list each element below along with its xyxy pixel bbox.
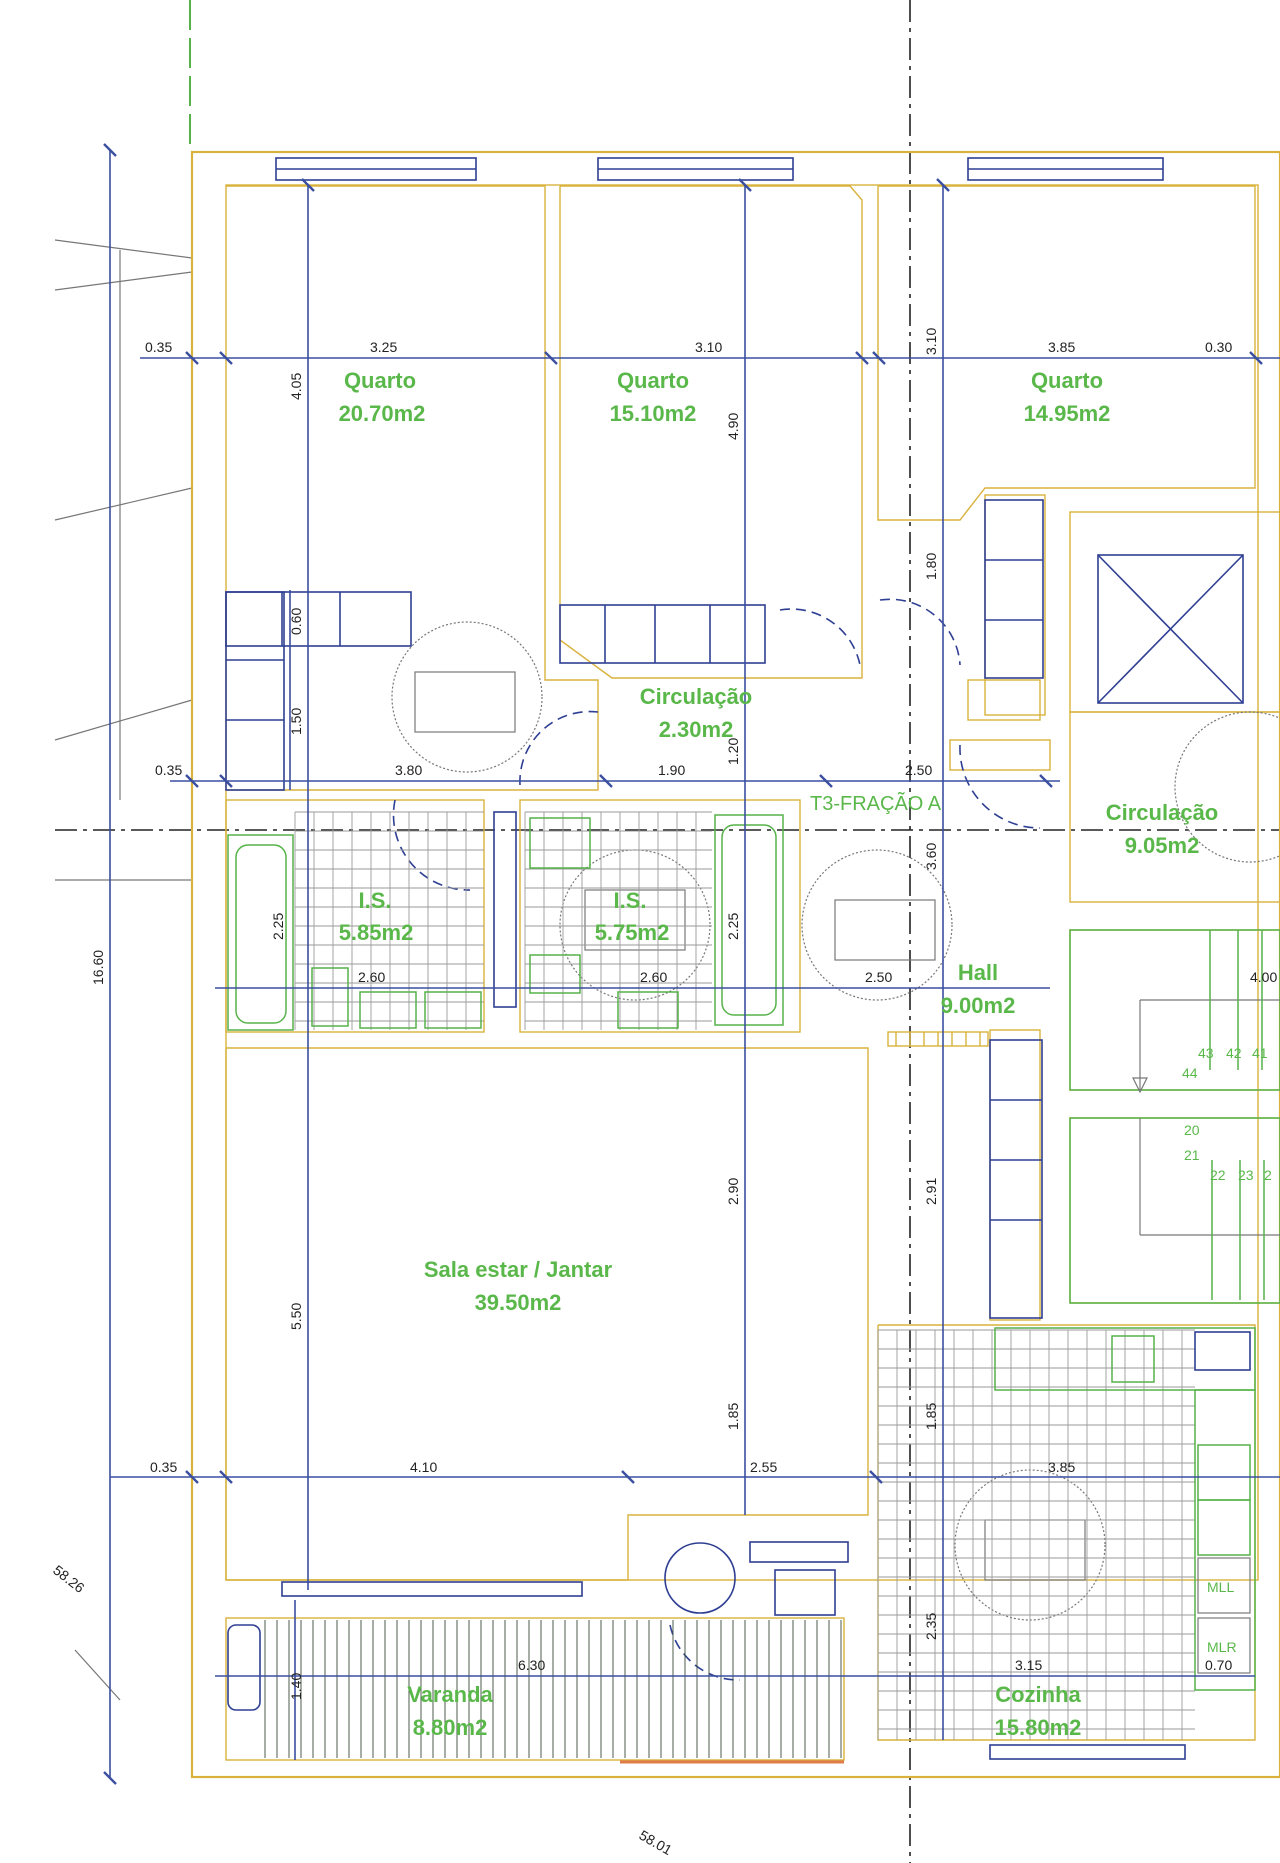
stair-23: 23 bbox=[1238, 1167, 1254, 1183]
room-area-quarto-3: 14.95m2 bbox=[1024, 401, 1111, 426]
room-area-quarto-2: 15.10m2 bbox=[610, 401, 697, 426]
fraction-label: T3-FRAÇÃO A bbox=[810, 791, 942, 815]
room-area-hall: 9.00m2 bbox=[941, 993, 1016, 1018]
room-area-sala: 39.50m2 bbox=[475, 1290, 562, 1315]
dim-2-55: 2.55 bbox=[750, 1459, 777, 1475]
dim-1-50: 1.50 bbox=[288, 708, 304, 735]
dim-2-25-b: 2.25 bbox=[725, 913, 741, 940]
dim-1-85-b: 1.85 bbox=[923, 1403, 939, 1430]
dim-2-25-a: 2.25 bbox=[270, 913, 286, 940]
dim-0-35-c: 0.35 bbox=[150, 1459, 177, 1475]
stair-41: 41 bbox=[1252, 1045, 1268, 1061]
balcony-deck bbox=[264, 1620, 842, 1758]
kitchen-fixtures bbox=[994, 1327, 1256, 1691]
room-area-is-2: 5.75m2 bbox=[595, 920, 670, 945]
kitchen-tiles bbox=[877, 1329, 1195, 1740]
dim-2-90: 2.90 bbox=[725, 1178, 741, 1205]
dim-5-50: 5.50 bbox=[288, 1303, 304, 1330]
dim-4-10: 4.10 bbox=[410, 1459, 437, 1475]
hall-door bbox=[887, 1031, 989, 1047]
dim-0-60: 0.60 bbox=[288, 608, 304, 635]
dim-2-60-b: 2.60 bbox=[640, 969, 667, 985]
room-area-circulacao-2: 9.05m2 bbox=[1125, 833, 1200, 858]
dim-58-26: 58.26 bbox=[50, 1562, 88, 1596]
wardrobes bbox=[225, 499, 1044, 1319]
room-area-circulacao-1: 2.30m2 bbox=[659, 717, 734, 742]
room-name-sala: Sala estar / Jantar bbox=[424, 1257, 613, 1282]
walls bbox=[190, 150, 1280, 1779]
stairs bbox=[1069, 929, 1280, 1304]
room-name-is-1: I.S. bbox=[358, 888, 391, 913]
dim-0-35-b: 0.35 bbox=[155, 762, 182, 778]
dim-3-15: 3.15 bbox=[1015, 1657, 1042, 1673]
room-name-hall: Hall bbox=[958, 960, 998, 985]
dim-3-10: 3.10 bbox=[695, 339, 722, 355]
dim-4-90: 4.90 bbox=[725, 413, 741, 440]
stair-numbers: 43 42 41 44 20 21 22 23 2 bbox=[1182, 1045, 1272, 1183]
room-name-cozinha: Cozinha bbox=[995, 1682, 1081, 1707]
dim-2-50-b: 2.50 bbox=[865, 969, 892, 985]
dim-3-25: 3.25 bbox=[370, 339, 397, 355]
dim-0-30: 0.30 bbox=[1205, 339, 1232, 355]
stair-2: 2 bbox=[1264, 1167, 1272, 1183]
room-area-is-1: 5.85m2 bbox=[339, 920, 414, 945]
dim-0-70: 0.70 bbox=[1205, 1657, 1232, 1673]
dim-16-60: 16.60 bbox=[90, 950, 106, 985]
turning-circles bbox=[391, 621, 1280, 1621]
dim-4-00: 4.00 bbox=[1250, 969, 1277, 985]
dim-0-35: 0.35 bbox=[145, 339, 172, 355]
room-name-quarto-2: Quarto bbox=[617, 368, 689, 393]
dim-4-05: 4.05 bbox=[288, 373, 304, 400]
balcony-fixtures bbox=[227, 1541, 849, 1764]
dim-3-85: 3.85 bbox=[1048, 339, 1075, 355]
dim-2-91: 2.91 bbox=[923, 1178, 939, 1205]
stair-22: 22 bbox=[1210, 1167, 1226, 1183]
lift-shaft bbox=[1097, 554, 1244, 704]
stair-43: 43 bbox=[1198, 1045, 1214, 1061]
room-name-varanda: Varanda bbox=[407, 1682, 493, 1707]
room-name-is-2: I.S. bbox=[613, 888, 646, 913]
dim-3-60: 3.60 bbox=[923, 843, 939, 870]
room-name-quarto-3: Quarto bbox=[1031, 368, 1103, 393]
dimension-texts: 0.35 3.25 3.10 3.85 0.30 0.35 3.80 1.90 … bbox=[50, 328, 1277, 1859]
dim-3-85-b: 3.85 bbox=[1048, 1459, 1075, 1475]
dim-2-60-a: 2.60 bbox=[358, 969, 385, 985]
dim-3-80: 3.80 bbox=[395, 762, 422, 778]
room-labels: Quarto 20.70m2 Quarto 15.10m2 Quarto 14.… bbox=[339, 368, 1219, 1740]
dim-2-35: 2.35 bbox=[923, 1613, 939, 1640]
dim-1-40: 1.40 bbox=[288, 1673, 304, 1700]
dim-1-80: 1.80 bbox=[923, 553, 939, 580]
dim-1-85-a: 1.85 bbox=[725, 1403, 741, 1430]
bathroom-fixtures bbox=[227, 811, 784, 1031]
appliance-mlr: MLR bbox=[1207, 1639, 1237, 1655]
bathroom-tiles bbox=[294, 811, 712, 1030]
dim-1-20: 1.20 bbox=[725, 738, 741, 765]
dimension-lines bbox=[103, 143, 1280, 1785]
stair-44: 44 bbox=[1182, 1065, 1198, 1081]
dim-3-10-v: 3.10 bbox=[923, 328, 939, 355]
room-name-quarto-1: Quarto bbox=[344, 368, 416, 393]
room-name-circulacao-2: Circulação bbox=[1106, 800, 1219, 825]
stair-42: 42 bbox=[1226, 1045, 1242, 1061]
dim-58-01: 58.01 bbox=[637, 1827, 676, 1858]
dim-1-90: 1.90 bbox=[658, 762, 685, 778]
appliance-labels: MLL MLR bbox=[1207, 1579, 1237, 1655]
room-area-cozinha: 15.80m2 bbox=[995, 1715, 1082, 1740]
room-area-quarto-1: 20.70m2 bbox=[339, 401, 426, 426]
stair-21: 21 bbox=[1184, 1147, 1200, 1163]
stair-20: 20 bbox=[1184, 1122, 1200, 1138]
dim-2-50: 2.50 bbox=[905, 762, 932, 778]
dim-6-30: 6.30 bbox=[518, 1657, 545, 1673]
room-area-varanda: 8.80m2 bbox=[413, 1715, 488, 1740]
windows bbox=[275, 157, 1186, 1760]
room-name-circulacao-1: Circulação bbox=[640, 684, 753, 709]
site-lines bbox=[54, 239, 193, 1701]
appliance-mll: MLL bbox=[1207, 1579, 1234, 1595]
